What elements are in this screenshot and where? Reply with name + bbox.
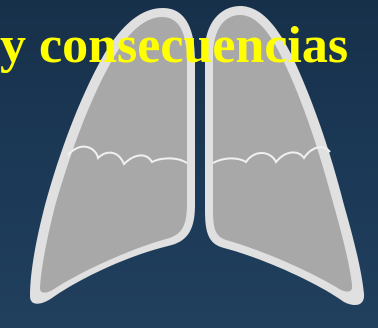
slide-title: y consecuencias bbox=[0, 17, 348, 74]
